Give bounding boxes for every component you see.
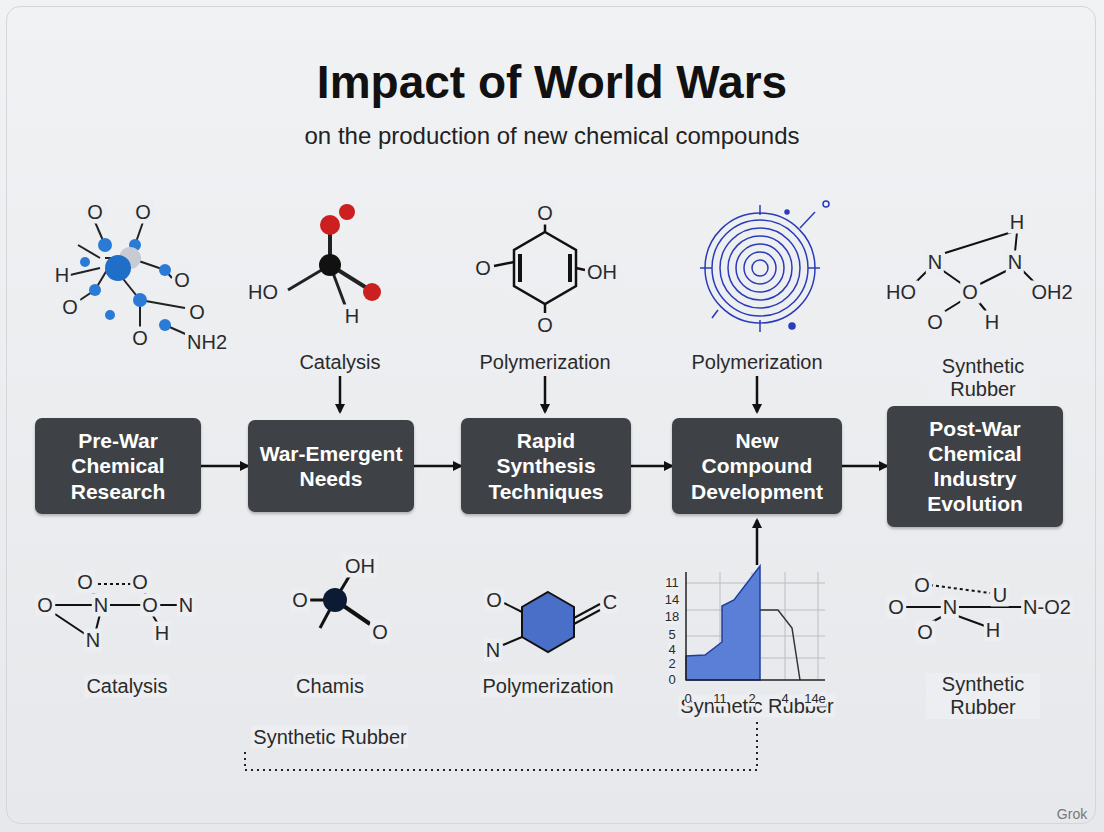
atom-label: HO [246,281,280,304]
atom-label: O [133,201,153,224]
caption-label: Polymerization [480,675,615,698]
atom-label: N [84,629,102,652]
molecule-1-atoms [80,238,171,331]
caption-label: Synthetic Rubber [926,355,1040,401]
atom-label: OH [343,555,377,578]
axis-tick: 5 [668,628,675,643]
dotted-link [245,722,757,770]
atom-label: O [370,621,390,644]
watermark: Grok [1055,806,1089,822]
atom-label: O [130,327,150,350]
molecule-2 [288,204,381,305]
axis-tick: 2 [668,657,675,672]
atom-label: NH2 [185,331,229,354]
atom-label: N [92,594,110,617]
atom-label: O [60,296,80,319]
atom-label: O [484,589,504,612]
flow-arrow [201,465,248,468]
atom-label: N [1006,251,1024,274]
flow-arrow [631,465,672,468]
diagram-subtitle: on the production of new chemical compou… [0,122,1104,150]
atom-label: O [35,594,55,617]
atom-label: N [484,639,502,662]
atom-label: H [153,622,171,645]
box-text: War-Emergent Needs [258,441,404,491]
flow-arrow [842,465,887,468]
molecule-8 [503,592,600,652]
caption-label: Synthetic Rubber [926,673,1040,719]
atom-label: N [941,596,959,619]
atom-label: O [915,621,935,644]
atom-label: O [473,257,493,280]
box-text: New Compound Development [682,428,832,504]
atom-label: HO [884,281,918,304]
atom-label: O [85,201,105,224]
axis-tick: 11 [713,692,727,707]
atom-label: N [177,594,195,617]
caption-label: Catalysis [84,675,169,698]
process-box: War-Emergent Needs [248,420,414,512]
box-text: Post-War Chemical Industry Evolution [897,416,1053,517]
atom-label: O [960,281,980,304]
atom-label: O [75,571,95,594]
molecule-7 [309,575,370,628]
spiral [700,201,829,332]
box-text: Pre-War Chemical Research [45,428,191,504]
molecule-3 [494,224,585,313]
process-box: New Compound Development [672,418,842,514]
process-box: Rapid Synthesis Techniques [461,418,631,514]
axis-tick: 14 [665,593,679,608]
atom-label: O [535,314,555,337]
box-text: Rapid Synthesis Techniques [471,428,621,504]
axis-tick: 2 [748,692,755,707]
atom-label: O [130,571,150,594]
atom-label: H [983,311,1001,334]
axis-tick: 18 [665,610,679,625]
atom-label: O [172,269,192,292]
atom-label: N-O2 [1021,596,1073,619]
atom-label: H [53,264,71,287]
atom-label: O [925,311,945,334]
axis-tick: 0 [668,673,675,688]
axis-tick: 4 [781,692,788,707]
caption-label: Catalysis [297,351,382,374]
atom-label: O [140,594,160,617]
atom-label: O [187,301,207,324]
axis-tick: 0 [684,692,691,707]
chart [686,566,825,680]
axis-tick: 11 [665,576,679,591]
atom-label: O [290,589,310,612]
diagram-title: Impact of World Wars [0,55,1104,109]
axis-tick: 14e [804,692,826,707]
process-box: Post-War Chemical Industry Evolution [887,406,1063,527]
process-box: Pre-War Chemical Research [35,418,201,514]
atom-label: H [984,619,1002,642]
caption-label: Polymerization [477,351,612,374]
caption-label: Polymerization [689,351,824,374]
atom-label: OH2 [1029,281,1074,304]
caption-label: Chamis [294,675,366,698]
atom-label: H [343,305,361,328]
atom-label: O [535,202,555,225]
atom-label: O [912,574,932,597]
atom-label: OH [585,261,619,284]
atom-label: O [886,596,906,619]
atom-label: H [1008,211,1026,234]
atom-label: N [926,251,944,274]
atom-label: C [601,591,619,614]
atom-label: U [991,584,1009,607]
axis-tick: 4 [668,643,675,658]
molecule-5 [914,232,1036,313]
flow-arrow [414,465,461,468]
caption-label: Synthetic Rubber [251,726,408,749]
